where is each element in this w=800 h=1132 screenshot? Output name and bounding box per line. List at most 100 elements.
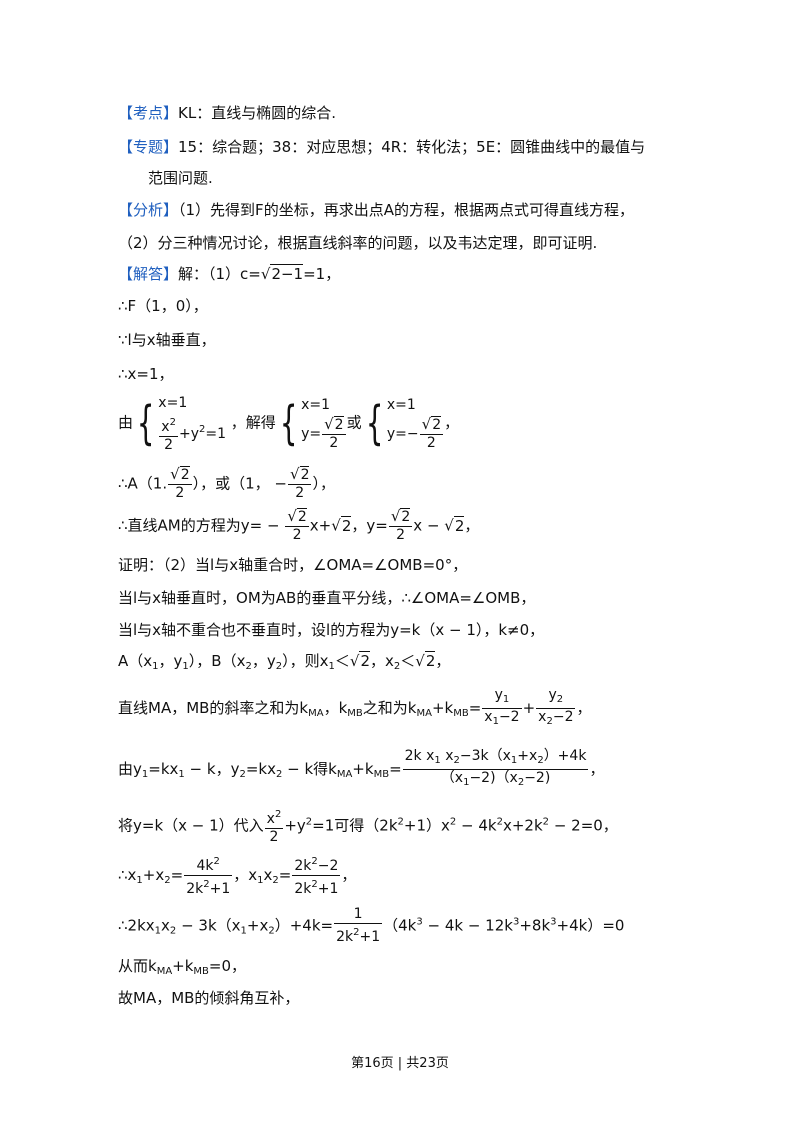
t: +k [172,957,194,975]
radicand: 2 [333,416,344,433]
t: − 4k [456,816,497,835]
t: +x [517,748,538,764]
zhuanti-line: 【专题】15：综合题；38：对应思想；4R：转化法；5E：圆锥曲线中的最值与 [118,137,645,157]
sub: 1 [178,769,185,780]
sub: 1 [152,661,159,672]
radicand: 2 [424,651,436,670]
line-conclusion: 从而kMA+kMB=0， [118,956,246,982]
brace-3: { [365,396,384,450]
y-eq: y= [301,426,322,442]
brace-1: { [136,396,155,450]
end: ， [444,413,460,432]
t: x [538,709,547,725]
t: x [266,811,275,827]
t: 2k [186,881,204,897]
radicand: 2 [299,466,310,483]
sub: 2 [453,755,460,766]
radicand: 2 [431,416,442,433]
zhuanti-line2: 范围问题. [148,169,213,187]
sqrt-sign: √ [290,465,300,483]
sup: 3 [416,916,423,928]
line-proof: 证明：（2）当l与x轴重合时，∠OMA=∠OMB=0°， [118,556,468,574]
radicand: 2 [400,508,411,525]
t: +k [431,699,454,717]
sup: 3 [512,916,520,928]
plus-y: +y [178,426,199,442]
line-slope-expr: 由y1=kx1 − k，y2=kx2 − k得kMA+kMB=2k x1 x2−… [118,748,604,791]
t: +8k [519,916,551,935]
t: ），B（x [188,652,246,670]
sub: 2 [268,925,275,937]
sub: MA [416,708,432,719]
t: ， [589,760,605,778]
sub: 1 [136,875,143,886]
radicand: 2 [340,515,352,535]
huo-text: 或 [346,413,362,432]
t: +x [142,866,165,884]
t: ， [341,866,357,884]
t: （4k [383,916,417,935]
t: ，k [323,699,348,717]
t: −2)（x [469,770,518,786]
den: 2 [426,435,436,451]
sys2-eq1: x=1 [301,397,331,413]
t: − k得k [282,760,337,778]
sub: 2 [517,777,525,788]
sup: 2 [311,856,318,867]
sup: 3 [550,916,557,928]
t: − k，y [184,760,240,778]
zhuanti-tag: 【专题】 [118,138,179,156]
radicand: 2 [296,508,307,525]
sub: MB [453,708,469,719]
t: + [522,699,536,717]
t: +1 [209,881,231,897]
sqrt-sign: √ [444,516,454,535]
kaodian-text: KL：直线与椭圆的综合. [178,104,336,122]
sub: 2 [393,661,401,672]
t: 之和为k [362,699,417,717]
t: − 2=0， [549,816,618,835]
t: 2k [294,881,312,897]
t: y [494,687,503,703]
y-eq-neg: y=− [386,426,419,442]
sup: 2 [353,927,360,938]
sub: 1 [463,777,470,788]
sub: MA [336,769,353,780]
line-x1: ∴x=1， [118,365,174,383]
sub: 2 [272,875,279,886]
radicand: 2−1 [270,264,304,283]
am-text: ∴直线AM的方程为y= − [118,516,285,535]
t: − 4k − 12k [422,916,513,935]
sup: 2 [198,424,206,435]
sub: 1 [141,769,149,780]
sub: 1 [510,755,518,766]
sub: 2 [169,925,177,937]
t: 1 [334,906,383,924]
x-num: x [161,419,170,435]
t: 从而k [118,957,157,975]
sub: 1 [182,661,189,672]
sub: 2 [537,755,544,766]
t: = [170,866,184,884]
end: ）， [312,474,335,493]
t: x [440,748,454,764]
t: − 3k（x [176,916,241,935]
t: =0， [208,957,247,975]
jieda-line: 【解答】解：（1）c=√2−1=1， [118,264,340,284]
den: 2 [164,437,174,453]
t: ，x [369,652,394,670]
kaodian-tag: 【考点】 [118,104,179,122]
t: =kx [148,760,179,778]
t: ＜ [334,652,350,670]
sub: 2 [275,661,283,672]
t: +1）x [403,816,450,835]
